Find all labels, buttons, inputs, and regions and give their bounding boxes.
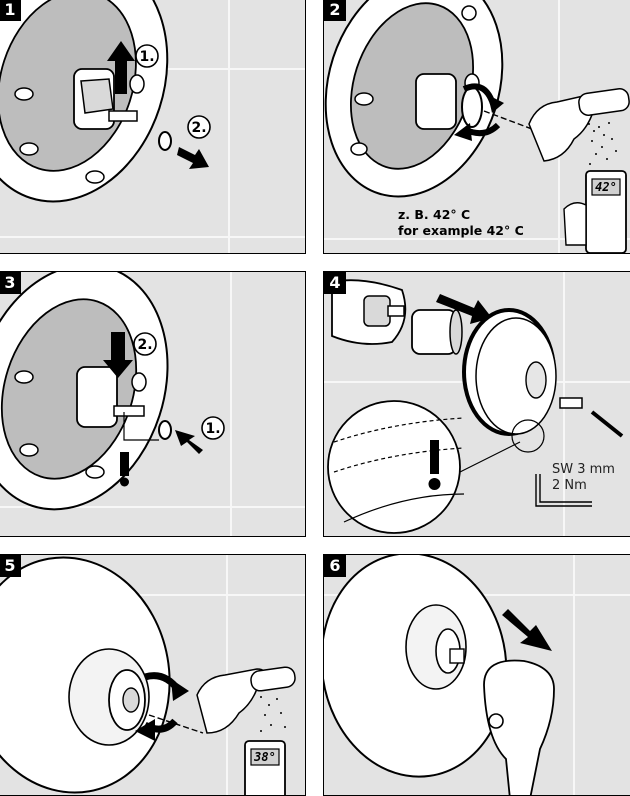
panel-5-number: 5 (0, 555, 21, 577)
panel-6: 6 (323, 554, 630, 796)
retaining-ring (159, 421, 171, 439)
allen-key-size: SW 3 mm (552, 462, 615, 477)
extension-piece (560, 398, 582, 408)
panel-1-illustration: 1. 2. (0, 0, 306, 254)
panel-2-number: 2 (324, 0, 346, 21)
cartridge-spindle (109, 111, 137, 121)
callout-2-label: 2. (191, 120, 206, 136)
panel-5-illustration: 38° (0, 555, 306, 796)
panel-2: 42° 2 z. B. 42° C for example 42° C (323, 0, 630, 254)
panel-2-illustration: 42° (324, 0, 630, 254)
thermometer-reading: 38° (253, 750, 276, 764)
zoom-leader-line (460, 442, 520, 472)
panel-6-number: 6 (324, 555, 346, 577)
detail-magnifier (328, 401, 460, 533)
arrow-up-left-icon (175, 430, 203, 454)
panel-3: 2. 1. 3 (0, 271, 306, 537)
panel-4-number: 4 (324, 272, 346, 294)
hand-holding-thermometer (564, 203, 586, 245)
thermostat-cartridge (77, 367, 117, 427)
caution-icon (120, 452, 129, 476)
thermostat-cartridge (416, 74, 456, 129)
callout-2-label: 2. (137, 337, 152, 353)
handle-screw-cap (489, 714, 503, 728)
arrow-down-right-icon (177, 147, 209, 169)
temperature-knob (462, 87, 482, 127)
arrow-up-left-icon (502, 609, 552, 651)
panel-5: 38° 5 (0, 554, 306, 796)
panel-4-illustration (324, 272, 630, 537)
allen-screw (592, 412, 622, 436)
callout-1-label: 1. (139, 49, 154, 65)
panel-4: 4 SW 3 mm 2 Nm (323, 271, 630, 537)
water-spray (588, 122, 617, 165)
panel-1: 1. 2. 1 (0, 0, 306, 254)
temperature-note-en: for example 42° C (398, 223, 524, 238)
cartridge-spindle (114, 406, 144, 416)
water-spray (260, 696, 286, 732)
retaining-ring (159, 132, 171, 150)
panel-6-illustration (324, 555, 630, 796)
cartridge-spindle (450, 649, 464, 663)
caution-icon (430, 440, 439, 474)
tightening-torque: 2 Nm (552, 478, 587, 493)
callout-1-label: 1. (205, 421, 220, 437)
panel-1-number: 1 (0, 0, 21, 21)
panel-3-illustration: 2. 1. (0, 272, 306, 537)
hand-shower-head (578, 88, 630, 117)
panel-3-number: 3 (0, 272, 21, 294)
thermometer-reading: 42° (595, 180, 617, 194)
temperature-note-de: z. B. 42° C (398, 207, 470, 222)
